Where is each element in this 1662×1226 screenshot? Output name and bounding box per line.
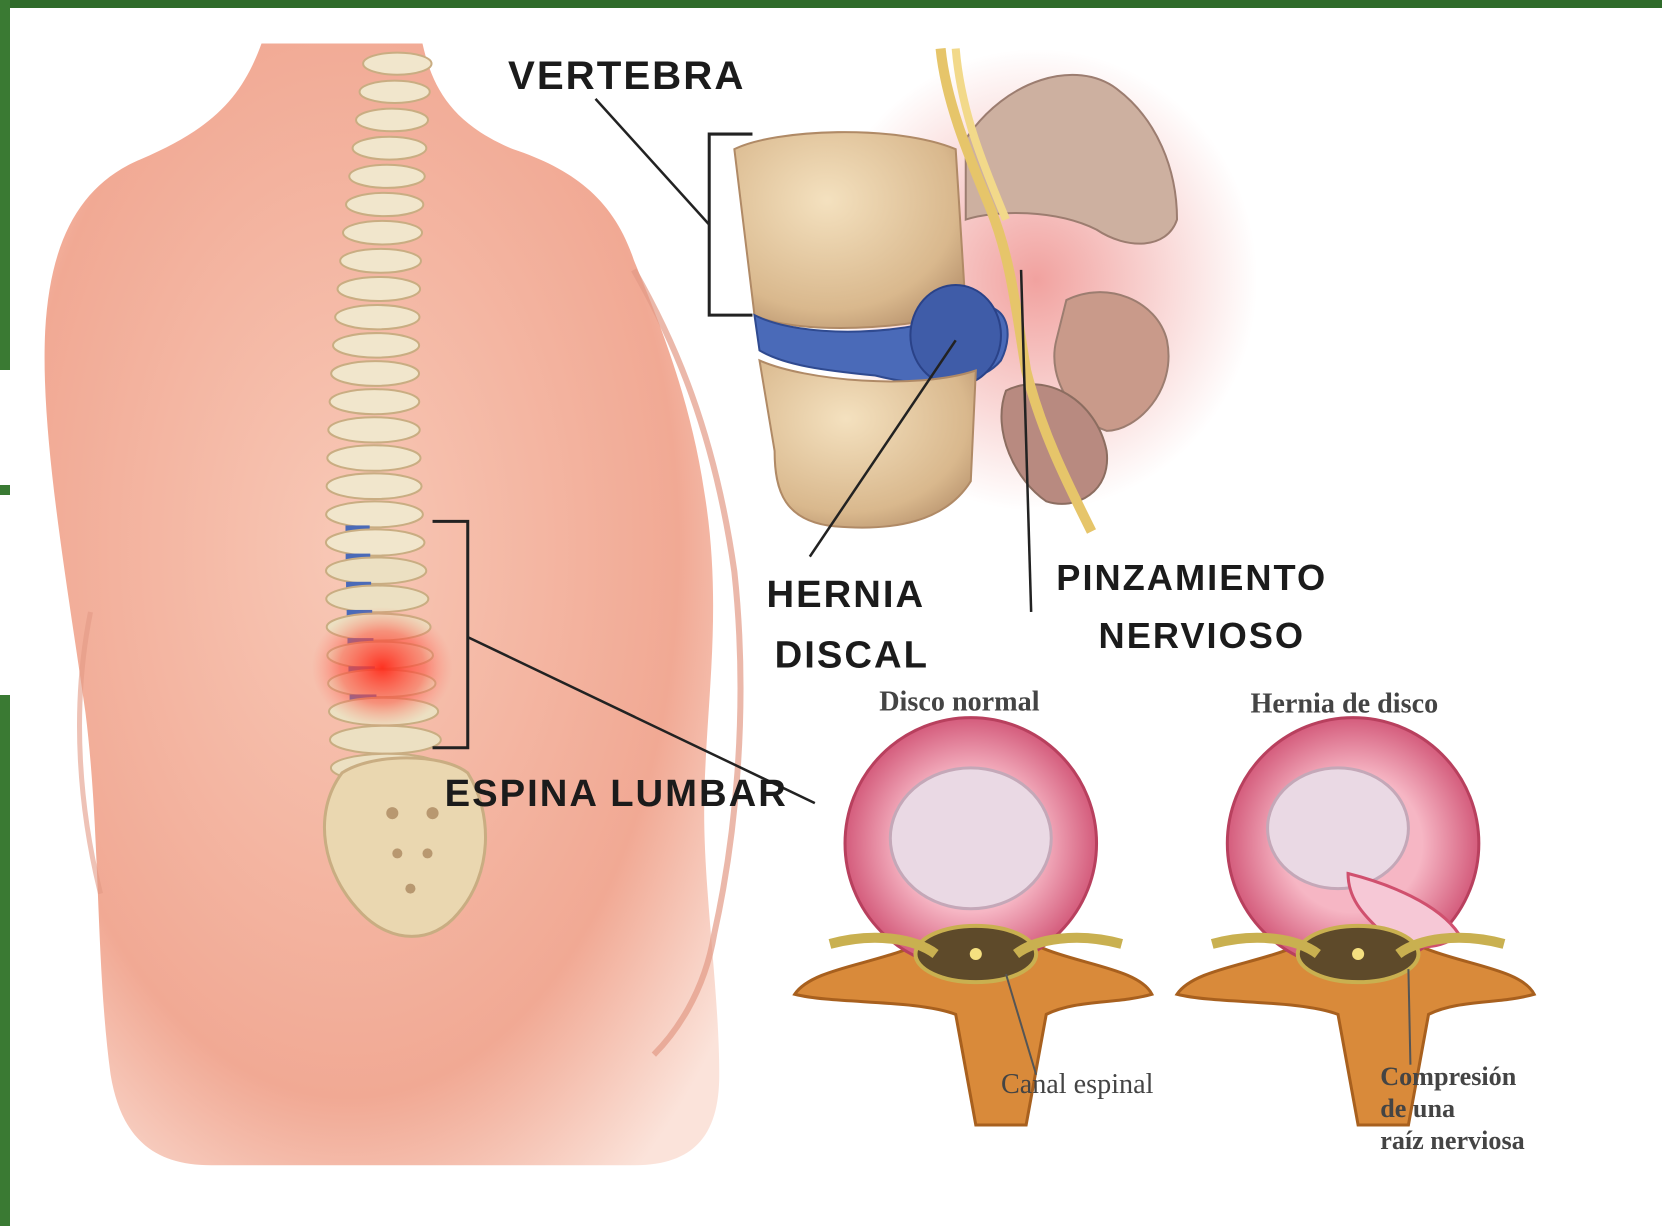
vertebra-segment <box>346 193 423 216</box>
nucleus-pulposus <box>1268 768 1409 889</box>
illustration-frame: VERTEBRA HERNIA DISCAL PINZAMIENTO NERVI… <box>10 8 1662 1226</box>
vertebra-segment <box>340 249 421 273</box>
normal-disc-cross-section <box>795 718 1152 1125</box>
vertebra-segment <box>363 53 431 75</box>
spinal-cord <box>970 948 982 960</box>
label-espina-lumbar: ESPINA LUMBAR <box>445 772 788 815</box>
hidden-textbox-fragment <box>0 495 10 695</box>
label-canal-espinal: Canal espinal <box>1001 1069 1154 1100</box>
vertebra-segment <box>349 165 424 188</box>
lower-vertebral-body <box>760 360 976 527</box>
label-hernia-1: HERNIA <box>767 573 926 616</box>
vertebra-segment <box>333 333 419 358</box>
vertebra-segment <box>338 277 421 301</box>
nucleus-pulposus <box>890 768 1051 909</box>
vertebra-segment <box>335 305 419 329</box>
inflammation-spot <box>312 607 453 728</box>
label-pinzamiento-2: NERVIOSO <box>1099 615 1306 656</box>
herniated-bulge <box>910 285 1001 386</box>
vertebra-segment <box>326 557 426 583</box>
vertebra-segment <box>327 445 420 471</box>
vertebra-segment <box>356 109 428 132</box>
label-compresion-3: raíz nerviosa <box>1380 1126 1524 1155</box>
label-compresion-1: Compresión <box>1380 1062 1517 1091</box>
vertebra-segment <box>360 81 430 103</box>
spinal-cord <box>1352 948 1364 960</box>
hidden-textbox-fragment <box>0 370 10 485</box>
vertebra-segment <box>330 726 441 754</box>
vertebra-closeup <box>734 49 1257 532</box>
label-hernia-2: DISCAL <box>775 633 929 676</box>
vertebra-segment <box>327 473 422 499</box>
label-disco-normal: Disco normal <box>879 687 1039 718</box>
vertebra-segment <box>328 417 419 442</box>
spine-illustration: VERTEBRA HERNIA DISCAL PINZAMIENTO NERVI… <box>10 8 1662 1226</box>
label-vertebra: VERTEBRA <box>508 53 745 98</box>
vertebra-segment <box>330 389 420 414</box>
vertebra-pointer-line <box>596 99 710 225</box>
label-hernia-de-disco: Hernia de disco <box>1250 689 1438 720</box>
slide-left-edge <box>0 0 10 1226</box>
vertebra-segment <box>343 221 422 245</box>
vertebra-segment <box>353 137 427 160</box>
vertebra-segment <box>326 529 425 555</box>
label-compresion-2: de una <box>1380 1094 1455 1123</box>
vertebra-segment <box>326 501 423 527</box>
vertebra-segment <box>331 361 419 386</box>
label-pinzamiento-1: PINZAMIENTO <box>1056 557 1327 598</box>
